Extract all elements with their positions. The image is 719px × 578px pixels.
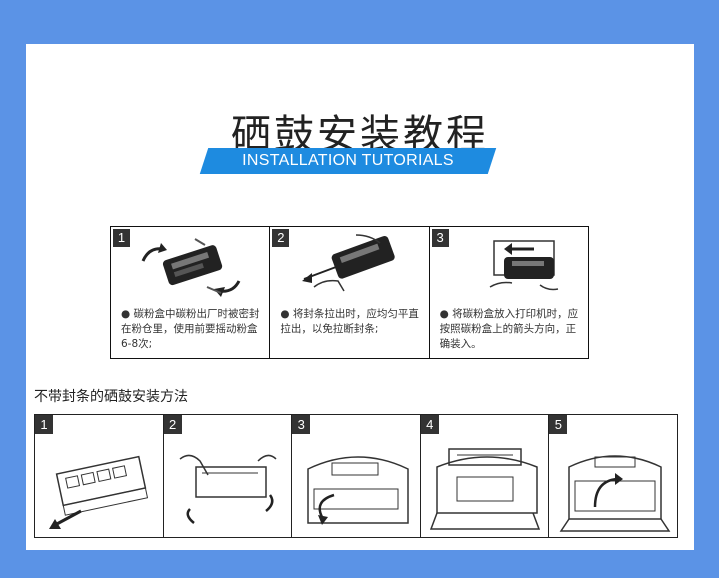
close-cover-illustration [559,455,671,532]
bottom-step-1: 1 [35,415,164,537]
content-panel: 硒鼓安装教程 INSTALLATION TUTORIALS 1 ● 碳粉盒中碳粉… [26,44,694,550]
step-number: 5 [549,415,568,434]
top-steps-strip: 1 ● 碳粉盒中碳粉出厂时被密封在粉仓里，使用前要摇动粉盒6-8次; 2 [110,226,589,359]
insert-cartridge-illustration [489,240,558,291]
bottom-steps-strip: 1 2 [34,414,678,538]
step-number: 3 [431,229,449,247]
step-number: 4 [420,415,439,434]
top-step-3: 3 ● 将碳粉盒放入打印机时，应按照碳粉盒上的箭头方向，正确装入。 [430,227,588,358]
cartridge-remove-illustration [49,455,149,529]
step-number: 1 [113,229,130,247]
top-step-1: 1 ● 碳粉盒中碳粉出厂时被密封在粉仓里，使用前要摇动粉盒6-8次; [111,227,271,358]
section-subtitle: 不带封条的硒鼓安装方法 [34,389,188,405]
bottom-step-2: 2 [163,415,293,537]
bottom-step-3: 3 [292,415,421,537]
step-caption: ● 将碳粉盒放入打印机时，应按照碳粉盒上的箭头方向，正确装入。 [439,308,579,350]
pull-seal-illustration [302,234,396,292]
bottom-step-4: 4 [420,415,550,537]
top-step-2: 2 ● 将封条拉出时，应均匀平直拉出，以免拉断封条; [270,227,430,358]
shake-cartridge-hands-illustration [179,454,277,524]
step-number: 2 [272,229,290,247]
step-number: 1 [35,415,53,434]
step-number: 2 [163,415,182,434]
printer-open-illustration [307,456,409,525]
step-number: 3 [292,415,311,434]
shake-cartridge-illustration [141,238,241,297]
step-caption: ● 碳粉盒中碳粉出厂时被密封在粉仓里，使用前要摇动粉盒6-8次; [121,308,260,350]
step-caption: ● 将封条拉出时，应均匀平直拉出，以免拉断封条; [280,308,419,335]
banner-label: INSTALLATION TUTORIALS [242,152,454,169]
bottom-step-5: 5 [549,415,677,537]
cartridge-insert-illustration [429,448,540,530]
